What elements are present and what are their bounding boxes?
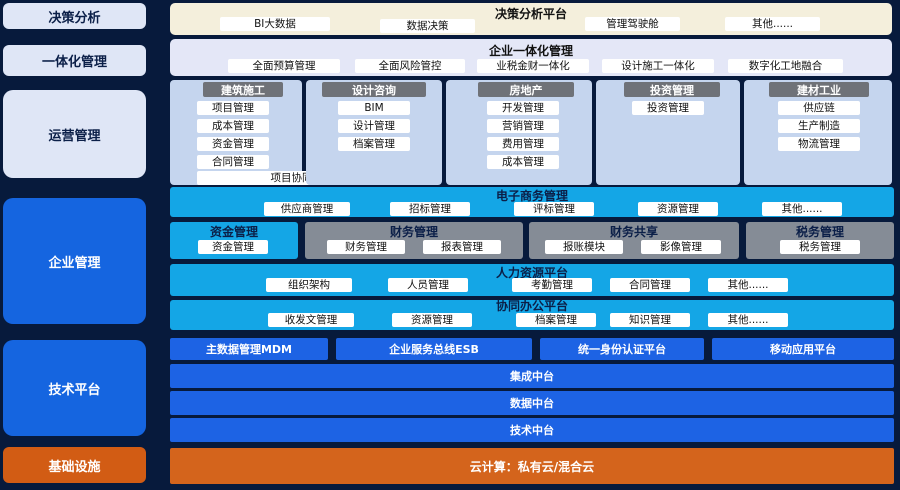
integration-item[interactable]: 全面风险管控 bbox=[355, 59, 465, 73]
ops-design-item[interactable]: BIM bbox=[338, 101, 410, 115]
decision-platform-title: 决策分析平台 bbox=[494, 7, 567, 21]
finance-item[interactable]: 财务管理 bbox=[327, 240, 405, 254]
office-item[interactable]: 知识管理 bbox=[610, 313, 690, 327]
ops-materials-item[interactable]: 物流管理 bbox=[778, 137, 860, 151]
ops-construction-item[interactable]: 资金管理 bbox=[197, 137, 269, 151]
capital-title: 资金管理 bbox=[209, 225, 258, 239]
ops-design-item[interactable]: 设计管理 bbox=[338, 119, 410, 133]
ecommerce-item[interactable]: 供应商管理 bbox=[264, 202, 350, 216]
ops-materials-title: 建材工业 bbox=[769, 82, 869, 97]
label-integration-management: 一体化管理 bbox=[3, 45, 146, 76]
label-operations-management: 运营管理 bbox=[3, 90, 146, 178]
tax-panel: 税务管理 税务管理 bbox=[746, 222, 894, 259]
ecommerce-title: 电子商务管理 bbox=[495, 189, 568, 203]
finance-item[interactable]: 报表管理 bbox=[423, 240, 501, 254]
tech-mobile-platform[interactable]: 移动应用平台 bbox=[712, 338, 894, 360]
ops-design-item[interactable]: 档案管理 bbox=[338, 137, 410, 151]
hr-item[interactable]: 考勤管理 bbox=[512, 278, 592, 292]
tech-mdm[interactable]: 主数据管理MDM bbox=[170, 338, 328, 360]
finance-shared-panel: 财务共享 报账模块 影像管理 bbox=[529, 222, 739, 259]
hr-item[interactable]: 组织架构 bbox=[266, 278, 352, 292]
hr-item[interactable]: 人员管理 bbox=[388, 278, 468, 292]
office-title: 协同办公平台 bbox=[495, 299, 568, 313]
ops-realestate-item[interactable]: 营销管理 bbox=[487, 119, 559, 133]
ops-construction-item[interactable]: 成本管理 bbox=[197, 119, 269, 133]
label-enterprise-management: 企业管理 bbox=[3, 198, 146, 324]
ops-investment-item[interactable]: 投资管理 bbox=[632, 101, 704, 115]
integration-item[interactable]: 设计施工一体化 bbox=[602, 59, 714, 73]
decision-item[interactable]: 其他...... bbox=[725, 17, 820, 31]
ops-materials-item[interactable]: 供应链 bbox=[778, 101, 860, 115]
decision-item[interactable]: BI大数据 bbox=[220, 17, 330, 31]
ops-realestate-item[interactable]: 费用管理 bbox=[487, 137, 559, 151]
cloud-computing-bar[interactable]: 云计算：私有云/混合云 bbox=[170, 448, 894, 484]
finance-shared-item[interactable]: 影像管理 bbox=[641, 240, 721, 254]
ops-realestate-title: 房地产 bbox=[478, 82, 574, 97]
office-item[interactable]: 收发文管理 bbox=[268, 313, 354, 327]
decision-item[interactable]: 数据决策 bbox=[380, 19, 475, 33]
office-item[interactable]: 其他...... bbox=[708, 313, 788, 327]
integration-platform-title: 企业一体化管理 bbox=[488, 44, 573, 58]
integration-item[interactable]: 数字化工地融合 bbox=[728, 59, 843, 73]
tax-item[interactable]: 税务管理 bbox=[780, 240, 860, 254]
tech-identity-auth[interactable]: 统一身份认证平台 bbox=[540, 338, 704, 360]
hr-item[interactable]: 合同管理 bbox=[610, 278, 690, 292]
hr-panel: 人力资源平台 组织架构 人员管理 考勤管理 合同管理 其他...... bbox=[170, 264, 894, 296]
integration-hub[interactable]: 集成中台 bbox=[170, 364, 894, 388]
office-panel: 协同办公平台 收发文管理 资源管理 档案管理 知识管理 其他...... bbox=[170, 299, 894, 330]
finance-panel: 财务管理 财务管理 报表管理 bbox=[305, 222, 523, 259]
integration-platform-panel: 企业一体化管理 全面预算管理 全面风险管控 业税金财一体化 设计施工一体化 数字… bbox=[170, 39, 892, 76]
office-item[interactable]: 档案管理 bbox=[516, 313, 596, 327]
ecommerce-item[interactable]: 评标管理 bbox=[514, 202, 594, 216]
integration-item[interactable]: 全面预算管理 bbox=[228, 59, 340, 73]
integration-item[interactable]: 业税金财一体化 bbox=[477, 59, 589, 73]
decision-item[interactable]: 管理驾驶舱 bbox=[585, 17, 680, 31]
tax-title: 税务管理 bbox=[795, 225, 844, 239]
finance-shared-title: 财务共享 bbox=[609, 225, 658, 239]
ecommerce-item[interactable]: 资源管理 bbox=[638, 202, 718, 216]
ecommerce-item[interactable]: 招标管理 bbox=[390, 202, 470, 216]
capital-item[interactable]: 资金管理 bbox=[198, 240, 268, 254]
ops-construction-item[interactable]: 合同管理 bbox=[197, 155, 269, 169]
label-decision-analysis: 决策分析 bbox=[3, 3, 146, 29]
hr-title: 人力资源平台 bbox=[495, 266, 568, 280]
capital-panel: 资金管理 资金管理 bbox=[170, 222, 298, 259]
ecommerce-panel: 电子商务管理 供应商管理 招标管理 评标管理 资源管理 其他...... bbox=[170, 187, 894, 217]
label-tech-platform: 技术平台 bbox=[3, 340, 146, 436]
hr-item[interactable]: 其他...... bbox=[708, 278, 788, 292]
office-item[interactable]: 资源管理 bbox=[392, 313, 472, 327]
ops-realestate-item[interactable]: 开发管理 bbox=[487, 101, 559, 115]
tech-hub[interactable]: 技术中台 bbox=[170, 418, 894, 442]
ops-construction-title: 建筑施工 bbox=[203, 82, 283, 97]
ops-materials-item[interactable]: 生产制造 bbox=[778, 119, 860, 133]
ops-realestate-item[interactable]: 成本管理 bbox=[487, 155, 559, 169]
finance-shared-item[interactable]: 报账模块 bbox=[545, 240, 623, 254]
label-infrastructure: 基础设施 bbox=[3, 447, 146, 483]
data-hub[interactable]: 数据中台 bbox=[170, 391, 894, 415]
decision-platform-panel: 决策分析平台 BI大数据 数据决策 管理驾驶舱 其他...... bbox=[170, 3, 892, 35]
ops-construction-item[interactable]: 项目管理 bbox=[197, 101, 269, 115]
finance-title: 财务管理 bbox=[389, 225, 438, 239]
ecommerce-item[interactable]: 其他...... bbox=[762, 202, 842, 216]
ops-investment-title: 投资管理 bbox=[624, 82, 720, 97]
ops-investment-column bbox=[596, 80, 740, 185]
ops-design-title: 设计咨询 bbox=[322, 82, 426, 97]
tech-esb[interactable]: 企业服务总线ESB bbox=[336, 338, 532, 360]
